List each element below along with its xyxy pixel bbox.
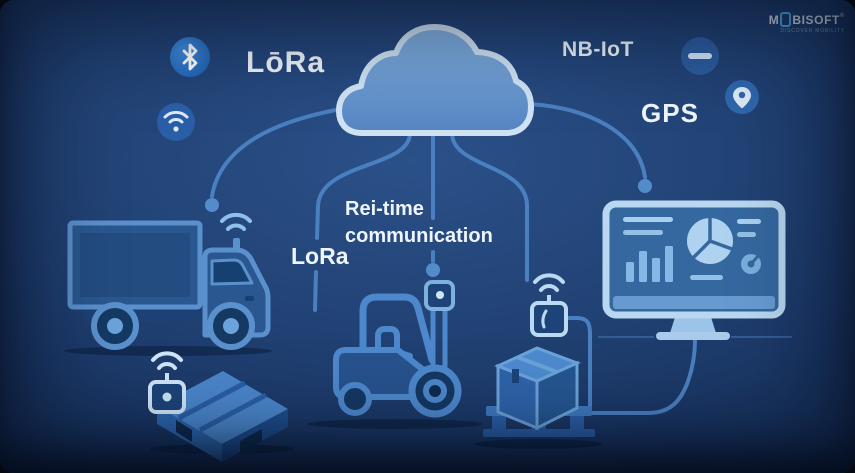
- logo-brand-text: M BISOFT ®: [769, 12, 845, 27]
- truck-window: [210, 258, 254, 286]
- screen-pie-chart: [687, 217, 733, 264]
- monitor-stand-base: [656, 332, 730, 340]
- package-sensor-box: [530, 301, 568, 337]
- bluetooth-icon: [170, 37, 210, 77]
- connector-package-elbow: [565, 316, 592, 408]
- connector-cloud-to-monitor: [528, 102, 647, 179]
- connector-monitor-cable: [590, 338, 697, 415]
- logo-brand-prefix: M: [768, 12, 780, 27]
- forklift-rear-hub: [423, 379, 447, 403]
- logo-registered-mark: ®: [839, 12, 845, 19]
- package-pallet-bottom-board: [483, 429, 595, 437]
- label-lora-top: LōRa: [246, 46, 325, 79]
- package-sensor-mark: [541, 309, 548, 329]
- connector-dot-forklift: [426, 263, 440, 277]
- label-gps: GPS: [641, 98, 699, 128]
- connector-endpoint-dots: [205, 179, 652, 277]
- connector-dot-truck: [205, 198, 219, 212]
- monitor-stand: [670, 314, 716, 333]
- truck-antenna: [233, 238, 240, 252]
- pallet-top-face: [157, 371, 288, 444]
- package-tape: [516, 355, 558, 374]
- connector-cloud-to-lora-2: [313, 270, 318, 312]
- pallet-sensor-icon: [148, 351, 288, 462]
- forklift-front-wheel: [338, 382, 372, 416]
- label-nb-iot: NB-IoT: [562, 38, 634, 61]
- package-sensor-icon: [483, 273, 595, 437]
- truck-icon: [67, 212, 271, 350]
- pallet-leg-notch: [240, 429, 262, 453]
- connector-cloud-to-lora: [315, 131, 412, 240]
- minus-icon: [681, 37, 719, 75]
- label-realtime-communication: Rei-time communication: [345, 198, 493, 247]
- mobisoft-logo: M BISOFT ® DISCOVER MOBILITY: [769, 12, 845, 34]
- truck-cargo-inner: [80, 233, 190, 297]
- forklift-guard: [359, 293, 436, 378]
- pallet-sensor-dot: [162, 392, 172, 402]
- forklift-icon: [333, 280, 462, 418]
- connector-dot-monitor: [638, 179, 652, 193]
- ground-shadows: [64, 346, 602, 454]
- monitor-bezel: [613, 296, 775, 309]
- cloud-icon: [336, 24, 534, 136]
- label-lora-mid: LoRa: [291, 243, 349, 269]
- truck-wheels: [91, 302, 255, 350]
- forklift-sensor-dot: [436, 291, 444, 299]
- package-front-tape: [512, 369, 519, 383]
- truck-wifi-waves: [220, 212, 252, 231]
- package-wifi-waves: [533, 273, 565, 292]
- screen-bar-chart: [626, 246, 673, 282]
- connector-lines: [210, 102, 697, 415]
- connector-cloud-to-truck: [210, 105, 354, 198]
- dashboard-monitor-icon: [598, 200, 792, 340]
- connector-cloud-to-package: [450, 131, 529, 282]
- pallet-slat-lines: [177, 380, 268, 433]
- pallet-wifi-waves: [151, 351, 183, 370]
- monitor-frame: [602, 200, 786, 319]
- pallet-leg-notch: [176, 420, 192, 442]
- forklift-seat: [375, 326, 413, 373]
- screen-text-lines: [623, 217, 761, 280]
- truck-door-handle: [245, 296, 254, 301]
- logo-brand-suffix: BISOFT: [792, 12, 840, 27]
- phone-o-icon: [780, 12, 792, 27]
- screen-donut-chart: [741, 254, 761, 274]
- wifi-icon: [157, 103, 195, 141]
- logo-tagline: DISCOVER MOBILITY: [780, 28, 845, 34]
- location-pin-icon: [725, 80, 759, 114]
